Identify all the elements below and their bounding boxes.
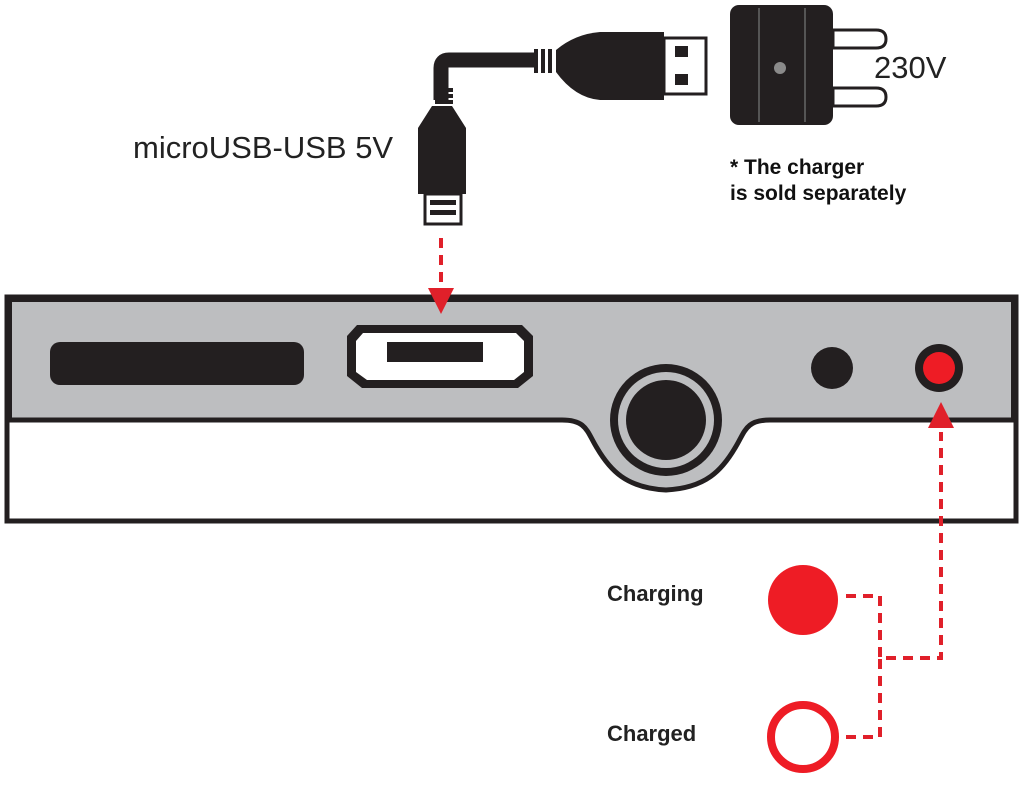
cable-label: microUSB-USB 5V [133, 130, 394, 165]
led-indicator [915, 344, 963, 392]
charging-label: Charging [607, 581, 704, 606]
usb-cable [418, 32, 708, 226]
led-pointer-arrow [846, 402, 954, 739]
round-jack [610, 364, 722, 476]
voltage-label: 230V [874, 50, 947, 85]
charger-note-line1: * The charger [730, 156, 865, 179]
small-hole [811, 347, 853, 389]
charger-note-line2: is sold separately [730, 182, 907, 205]
wall-charger [730, 5, 888, 125]
card-slot [50, 342, 304, 385]
plug-in-arrow [428, 238, 454, 314]
charger-note: * The charger is sold separately [730, 155, 906, 207]
charged-label: Charged [607, 721, 697, 746]
charging-led-icon [768, 565, 838, 635]
micro-usb-port [347, 325, 533, 388]
charged-led-icon [767, 701, 839, 773]
